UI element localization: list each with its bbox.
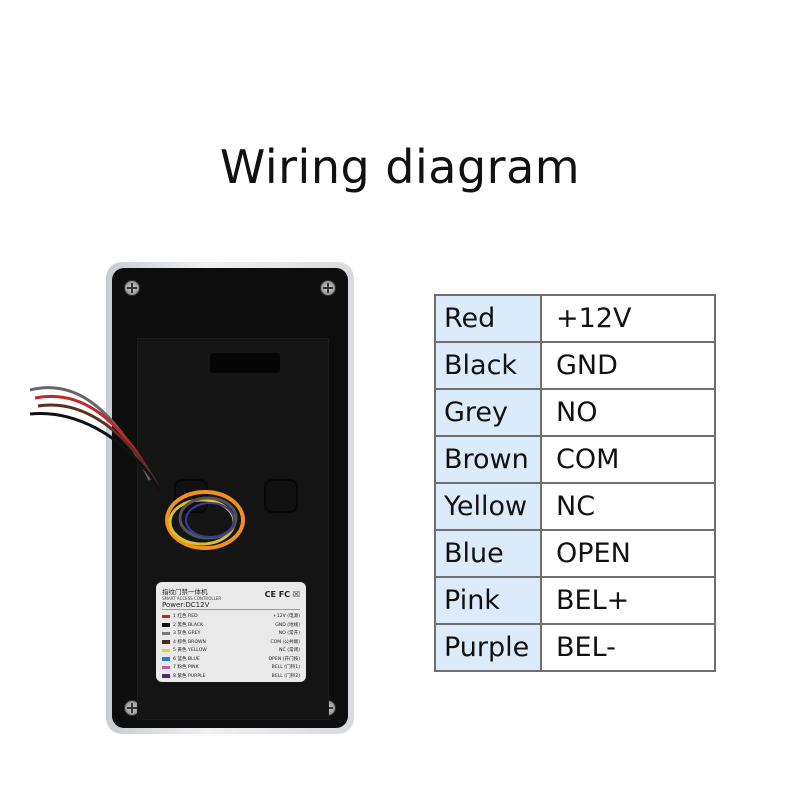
wire-red <box>34 394 157 483</box>
screw-icon <box>124 280 140 296</box>
cable-slot <box>210 353 280 373</box>
page-title: Wiring diagram <box>219 140 581 194</box>
label-wire-name: 6 蓝色 BLUE <box>173 656 200 662</box>
label-row: 2 黑色 BLACK GND (地线) <box>162 621 300 630</box>
wire-function-cell: COM <box>540 435 716 484</box>
wire-function-cell: GND <box>540 341 716 390</box>
label-wire-name: 4 棕色 BROWN <box>173 639 206 645</box>
label-power: Power:DC12V <box>162 601 300 610</box>
label-row: 6 蓝色 BLUE OPEN (开门按) <box>162 655 300 664</box>
label-row: 3 灰色 GREY NO (常开) <box>162 629 300 638</box>
label-wire-function: NC (常闭) <box>279 648 300 654</box>
wire-blue-coil <box>185 502 235 538</box>
wire-function-cell: NC <box>540 482 716 531</box>
label-wire-function: OPEN (开门按) <box>268 656 300 662</box>
wire-function-cell: NO <box>540 388 716 437</box>
label-wire-function: GND (地线) <box>275 622 300 628</box>
wire-color-swatch <box>162 614 170 618</box>
wire-function-cell: BEL+ <box>540 576 716 625</box>
wire-function-cell: BEL- <box>540 623 716 672</box>
wire-color-cell: Black <box>434 341 542 390</box>
wire-color-cell: Blue <box>434 529 542 578</box>
wire-color-cell: Yellow <box>434 482 542 531</box>
label-title: 指纹门禁一体机 <box>162 588 208 596</box>
wire-color-swatch <box>162 631 170 635</box>
table-row: Red+12V <box>434 294 716 343</box>
label-row: 4 棕色 BROWN COM (公共端) <box>162 638 300 647</box>
wire-grey <box>30 386 152 481</box>
label-wire-name: 3 灰色 GREY <box>173 631 201 637</box>
label-row: 8 紫色 PURPLE BELL (门铃2) <box>162 672 300 681</box>
label-wire-name: 8 紫色 PURPLE <box>173 673 206 679</box>
wire-function-cell: +12V <box>540 294 716 343</box>
mount-hole <box>264 479 298 513</box>
label-wire-function: NO (常开) <box>278 631 300 637</box>
label-wire-function: BELL (门铃1) <box>271 665 300 671</box>
label-row: 5 黄色 YELLOW NC (常闭) <box>162 646 300 655</box>
screw-icon <box>320 280 336 296</box>
label-wire-function: +12V (电源) <box>272 614 300 620</box>
wire-grey-coil <box>178 496 238 540</box>
wire-brown <box>37 403 160 487</box>
wire-color-swatch <box>162 648 170 652</box>
label-row: 1 红色 RED +12V (电源) <box>162 612 300 621</box>
wire-black <box>30 412 162 491</box>
certification-marks: CE FC ☒ <box>264 590 300 599</box>
label-wire-function: BELL (门铃2) <box>271 673 300 679</box>
device-spec-label: 指纹门禁一体机 SMART ACCESS CONTROLLER Power:DC… <box>156 582 306 682</box>
wire-color-swatch <box>162 640 170 644</box>
wire-color-cell: Grey <box>434 388 542 437</box>
label-wire-function: COM (公共端) <box>270 639 300 645</box>
wire-color-cell: Brown <box>434 435 542 484</box>
wire-color-swatch <box>162 674 170 678</box>
wire-function-cell: OPEN <box>540 529 716 578</box>
wire-color-swatch <box>162 623 170 627</box>
wire-color-cell: Red <box>434 294 542 343</box>
label-wire-name: 7 粉色 PINK <box>173 665 199 671</box>
wire-orange-coil <box>165 490 245 550</box>
label-wire-name: 2 黑色 BLACK <box>173 622 204 628</box>
wire-bundle <box>30 386 245 550</box>
label-wire-name: 5 黄色 YELLOW <box>173 648 207 654</box>
wire-color-cell: Pink <box>434 576 542 625</box>
label-subtitle: SMART ACCESS CONTROLLER <box>162 596 222 601</box>
wire-color-cell: Purple <box>434 623 542 672</box>
label-wire-name: 1 红色 RED <box>173 614 198 620</box>
label-row: 7 粉色 PINK BELL (门铃1) <box>162 663 300 672</box>
wire-color-swatch <box>162 665 170 669</box>
wire-color-swatch <box>162 657 170 661</box>
